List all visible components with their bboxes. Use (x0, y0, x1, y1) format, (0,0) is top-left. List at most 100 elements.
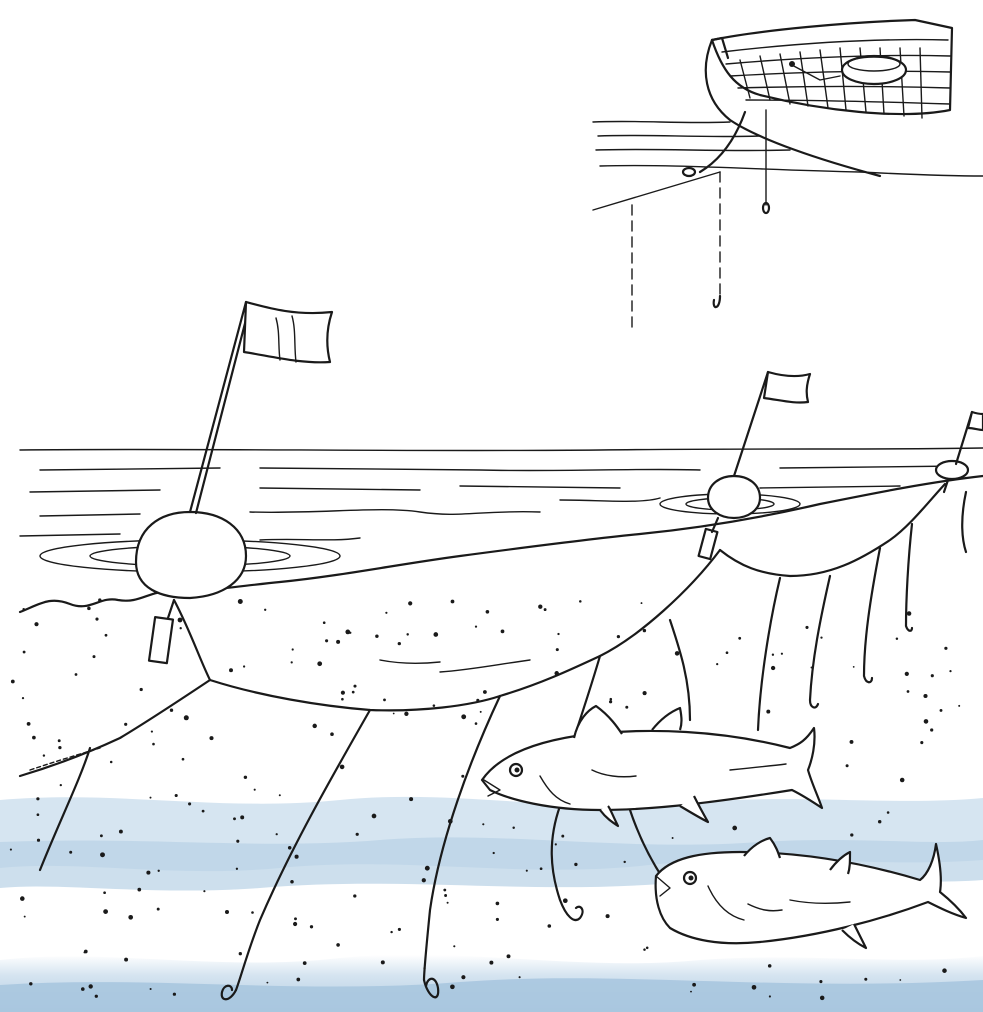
speck (254, 789, 256, 791)
speck (451, 600, 455, 604)
speck (548, 924, 552, 928)
speck (291, 661, 293, 663)
speck (643, 629, 646, 632)
speck (266, 982, 268, 984)
speck (173, 993, 176, 996)
speck (105, 634, 108, 637)
speck (381, 960, 385, 964)
speck (450, 984, 455, 989)
speck (672, 837, 674, 839)
speck (75, 673, 78, 676)
speck (447, 902, 449, 904)
speck (940, 709, 943, 712)
speck (236, 840, 239, 843)
speck (151, 731, 153, 733)
speck (385, 612, 387, 614)
speck (276, 833, 278, 835)
marker-flag (764, 372, 810, 403)
speck (238, 599, 243, 604)
speck (37, 839, 40, 842)
speck (60, 784, 62, 786)
speck (772, 654, 774, 656)
speck (356, 833, 359, 836)
speck (887, 811, 890, 814)
speck (353, 894, 356, 897)
speck (557, 633, 559, 635)
speck (69, 851, 72, 854)
speck (949, 670, 951, 672)
speck (323, 621, 326, 624)
speck (443, 889, 446, 892)
speck (24, 916, 26, 918)
speck (406, 633, 408, 635)
speck (20, 896, 25, 901)
speck (526, 870, 528, 872)
hook (864, 548, 880, 682)
speck (295, 855, 299, 859)
speck (336, 640, 340, 644)
speck (95, 995, 98, 998)
speck (554, 671, 558, 675)
hook (714, 296, 720, 307)
speck (152, 743, 155, 746)
marker-flag (244, 302, 332, 362)
speck (390, 931, 392, 933)
speck (643, 948, 646, 951)
speck (233, 817, 236, 820)
speck (574, 863, 577, 866)
speck (83, 951, 85, 953)
speck (23, 651, 26, 654)
speck (292, 648, 294, 650)
speck (203, 890, 205, 892)
speck (312, 724, 316, 728)
speck (646, 947, 649, 950)
speck (10, 849, 12, 851)
speck (433, 632, 438, 637)
speck (496, 918, 499, 921)
speck (398, 642, 401, 645)
speck (182, 758, 185, 761)
speck (643, 691, 647, 695)
speck (89, 984, 93, 988)
speck (58, 739, 61, 742)
speck (100, 852, 105, 857)
speck (425, 866, 430, 871)
speck (444, 894, 447, 897)
speck (98, 598, 101, 601)
speck (288, 846, 292, 850)
speck (726, 651, 729, 654)
speck (81, 987, 85, 991)
speck (383, 699, 386, 702)
speck (236, 868, 238, 870)
speck (352, 691, 355, 694)
speck (476, 699, 479, 702)
speck (930, 728, 933, 731)
speck (453, 945, 455, 947)
speck (716, 663, 718, 665)
speck (556, 648, 559, 651)
speck (157, 908, 160, 911)
speck (22, 697, 24, 699)
speck (899, 979, 901, 981)
speck (486, 610, 490, 614)
speck (353, 685, 356, 688)
speck (317, 661, 322, 666)
speck (43, 754, 45, 756)
float-buoy (136, 302, 332, 663)
speck (175, 794, 178, 797)
speck (140, 688, 143, 691)
speck (341, 691, 345, 695)
speck (766, 710, 770, 714)
speck (920, 741, 923, 744)
speck (240, 815, 244, 819)
speck (512, 827, 514, 829)
speck (617, 635, 620, 638)
speck (202, 810, 205, 813)
hook (810, 576, 830, 707)
speck (493, 852, 495, 854)
speck (294, 917, 297, 920)
speck (404, 712, 408, 716)
speck (244, 776, 247, 779)
speck (475, 626, 477, 628)
